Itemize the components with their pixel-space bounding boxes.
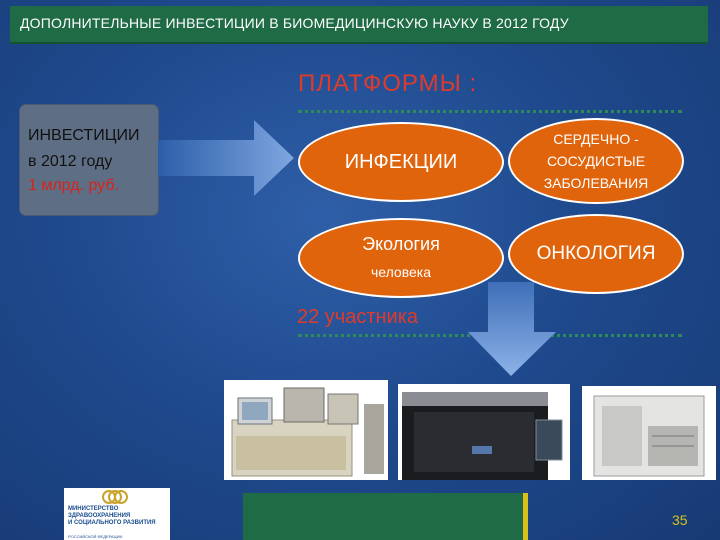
investment-box: ИНВЕСТИЦИИ в 2012 году 1 млрд. руб. xyxy=(20,105,158,215)
platform-ecology-line-2: человека xyxy=(370,264,431,280)
arrow-right-icon xyxy=(158,120,294,196)
platform-human-ecology: Экология человека xyxy=(298,218,504,298)
ministry-logo: МИНИСТЕРСТВО ЗДРАВООХРАНЕНИЯ И СОЦИАЛЬНО… xyxy=(64,488,170,540)
platform-ecology-line-1: Экология xyxy=(362,234,440,254)
header-bar: ДОПОЛНИТЕЛЬНЫЕ ИНВЕСТИЦИИ В БИОМЕДИЦИНСК… xyxy=(10,6,708,44)
platform-oncology: ОНКОЛОГИЯ xyxy=(508,214,684,294)
ministry-name-line-2: ЗДРАВООХРАНЕНИЯ xyxy=(68,513,131,519)
dotted-divider-top xyxy=(298,110,682,113)
investment-line-2: в 2012 году xyxy=(28,153,113,170)
ministry-name-line-3: И СОЦИАЛЬНОГО РАЗВИТИЯ xyxy=(68,520,156,526)
lab-instrument-2-image xyxy=(398,384,570,480)
platform-cardiovascular-line-2: СОСУДИСТЫЕ xyxy=(546,153,646,169)
arrow-down-icon xyxy=(468,282,556,376)
platform-infections-label: ИНФЕКЦИИ xyxy=(344,150,458,173)
platform-cardiovascular: СЕРДЕЧНО - СОСУДИСТЫЕ ЗАБОЛЕВАНИЯ xyxy=(508,118,684,204)
ministry-country: РОССИЙСКОЙ ФЕДЕРАЦИИ xyxy=(68,534,123,539)
participants-count: 22 участника xyxy=(297,306,419,328)
ministry-name: МИНИСТЕРСТВО ЗДРАВООХРАНЕНИЯ И СОЦИАЛЬНО… xyxy=(68,506,156,527)
footer-bar xyxy=(243,493,528,540)
platform-cardiovascular-line-1: СЕРДЕЧНО - xyxy=(553,131,639,147)
page-number: 35 xyxy=(672,512,688,528)
platform-infections: ИНФЕКЦИИ xyxy=(298,122,504,202)
platform-oncology-label: ОНКОЛОГИЯ xyxy=(536,243,656,264)
investment-amount: 1 млрд. руб. xyxy=(28,177,119,194)
ministry-emblem-icon xyxy=(102,490,128,504)
header-title: ДОПОЛНИТЕЛЬНЫЕ ИНВЕСТИЦИИ В БИОМЕДИЦИНСК… xyxy=(20,15,569,31)
platform-cardiovascular-line-3: ЗАБОЛЕВАНИЯ xyxy=(543,175,649,191)
lab-instrument-3-image xyxy=(582,386,716,480)
investment-line-1: ИНВЕСТИЦИИ xyxy=(28,127,140,144)
lab-instrument-1-image xyxy=(224,380,388,480)
ministry-name-line-1: МИНИСТЕРСТВО xyxy=(68,506,119,512)
platforms-title: ПЛАТФОРМЫ : xyxy=(298,70,478,97)
